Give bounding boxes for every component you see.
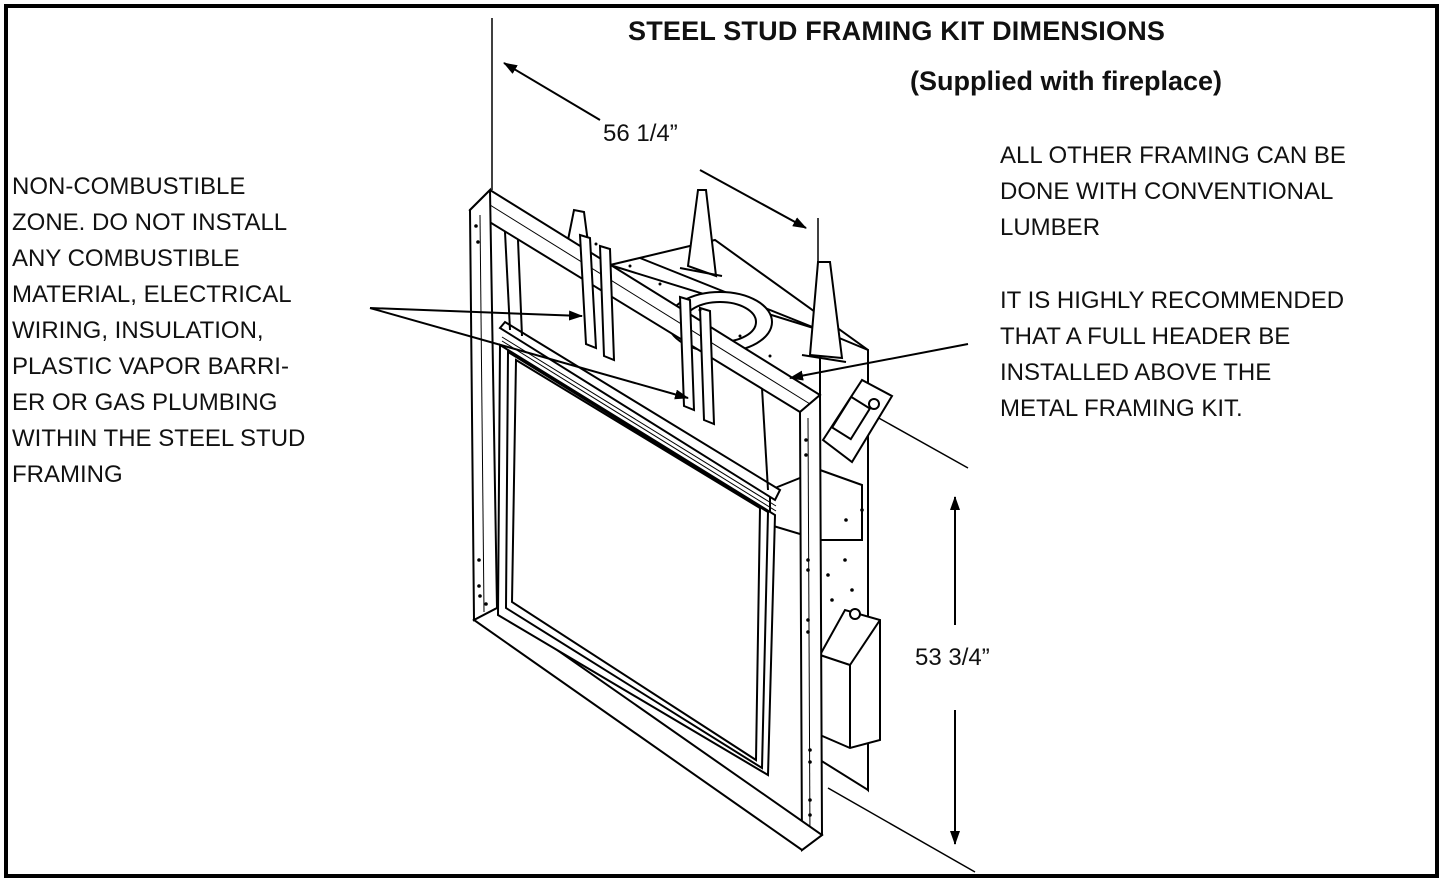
full-header-note: IT IS HIGHLY RECOMMENDED THAT A FULL HEA… [1000, 287, 1345, 422]
height-extension-line-top [867, 411, 969, 469]
leader-line-noncombustible-lower [369, 307, 689, 400]
leader-line-noncombustible-upper [369, 307, 583, 321]
diagram-border [4, 4, 1439, 878]
stud-fastener-holes [474, 224, 864, 817]
height-dimension-label: 53 3/4” [915, 644, 990, 671]
noncombustible-zone-note: NON-COMBUSTIBLE ZONE. DO NOT INSTALL ANY… [12, 173, 306, 488]
conventional-lumber-note: ALL OTHER FRAMING CAN BE DONE WITH CONVE… [1000, 142, 1346, 241]
steel-stud-frame [468, 187, 824, 852]
fireplace-glass-door [496, 336, 777, 777]
diagram-subtitle: (Supplied with fireplace) [910, 66, 1223, 96]
leader-line-header [789, 343, 969, 381]
diagram-title: STEEL STUD FRAMING KIT DIMENSIONS [628, 16, 1166, 46]
width-dimension-arrow-left [503, 62, 601, 121]
width-dimension-arrow-right [699, 169, 807, 229]
width-dimension-label: 56 1/4” [603, 120, 678, 147]
side-vent-bracket [821, 378, 894, 464]
height-extension-line-bottom [827, 787, 976, 873]
